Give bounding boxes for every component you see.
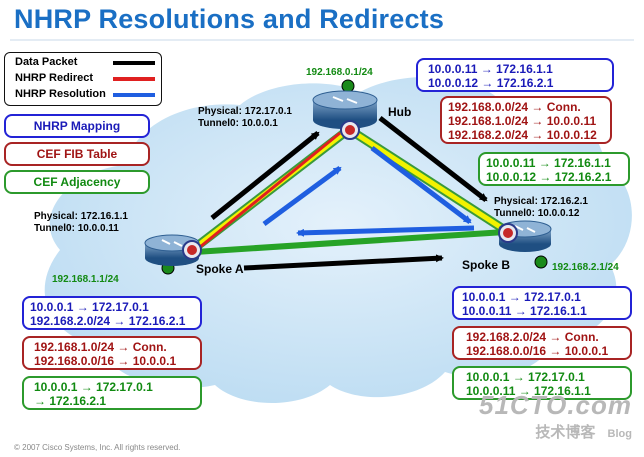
table-row: → 172.16.2.1 <box>34 394 107 408</box>
table-row: 10.0.0.11 → 172.16.1.1 <box>466 384 591 398</box>
table-row: 192.168.2.0/24 → 10.0.0.12 <box>448 128 597 142</box>
spoke-a-router-icon <box>144 234 202 266</box>
nhrp-resolution-arrow-a-to-hub <box>262 165 342 227</box>
hub-tunnel-label: Tunnel0: 10.0.0.1 <box>198 118 278 129</box>
data-packet-arrow-a-to-hub <box>210 131 320 220</box>
spoke-b-physical-label: Physical: 172.16.2.1 <box>494 196 588 207</box>
spoke-b-router-icon <box>498 220 552 252</box>
hub-cef-adjacency-table: 10.0.0.11 → 172.16.1.1 10.0.0.12 → 172.1… <box>478 152 630 186</box>
legend: Data Packet NHRP Redirect NHRP Resolutio… <box>4 52 162 106</box>
legend-nhrp-resolution-label: NHRP Resolution <box>15 88 106 100</box>
spoke-a-cef-fib-table: 192.168.1.0/24 → Conn. 192.168.0.0/16 → … <box>22 336 202 370</box>
key-nhrp-mapping: NHRP Mapping <box>4 114 150 138</box>
watermark: 51CTO.com 技术博客 Blog <box>479 390 632 442</box>
table-row: 10.0.0.12 → 172.16.2.1 <box>486 170 612 184</box>
table-row: 192.168.0.0/16 → 10.0.0.1 <box>466 344 609 358</box>
spoke-b-nhrp-mapping-table: 10.0.0.1 → 172.17.0.1 10.0.0.11 → 172.16… <box>452 286 632 320</box>
table-row: 192.168.2.0/24 → Conn. <box>466 330 599 344</box>
spoke-a-tunnel-label: Tunnel0: 10.0.0.11 <box>34 223 119 234</box>
tunnel-hub-spoke-b <box>347 126 511 236</box>
data-packet-arrow-a-to-b <box>243 254 444 271</box>
hub-nhrp-mapping-table: 10.0.0.11 → 172.16.1.1 10.0.0.12 → 172.1… <box>416 58 614 92</box>
legend-data-packet-label: Data Packet <box>15 56 78 68</box>
nhrp-resolution-arrow-hub-to-b <box>370 146 472 224</box>
table-row: 10.0.0.1 → 172.17.0.1 <box>462 290 581 304</box>
tunnel-spoke-a-spoke-b <box>194 229 506 255</box>
spoke-b-cef-fib-table: 192.168.2.0/24 → Conn. 192.168.0.0/16 → … <box>452 326 632 360</box>
spoke-a-name-label: Spoke A <box>196 262 244 276</box>
table-row: 192.168.0.0/24 → Conn. <box>448 100 581 114</box>
table-row: 10.0.0.1 → 172.17.0.1 <box>34 380 153 394</box>
hub-physical-label: Physical: 172.17.0.1 <box>198 106 292 117</box>
hub-name-label: Hub <box>388 105 412 119</box>
spoke-a-cef-adjacency-table: 10.0.0.1 → 172.17.0.1 → 172.16.2.1 <box>22 376 202 410</box>
table-row: 192.168.2.0/24 → 172.16.2.1 <box>30 314 186 328</box>
hub-router-icon <box>312 90 378 140</box>
spoke-a-lan-label: 192.168.1.1/24 <box>52 274 119 285</box>
legend-data-packet-swatch <box>113 61 155 65</box>
lan-dot-hub <box>341 79 355 93</box>
table-row: 10.0.0.1 → 172.17.0.1 <box>466 370 585 384</box>
legend-nhrp-redirect-swatch <box>113 77 155 81</box>
table-row: 10.0.0.1 → 172.17.0.1 <box>30 300 149 314</box>
spoke-b-lan-label: 192.168.2.1/24 <box>552 262 619 273</box>
key-cef-adjacency: CEF Adjacency <box>4 170 150 194</box>
spoke-b-cef-adjacency-table: 10.0.0.1 → 172.17.0.1 10.0.0.11 → 172.16… <box>452 366 632 400</box>
watermark-tag: 技术博客 <box>535 424 596 441</box>
watermark-tag-row: 技术博客 Blog <box>479 421 632 442</box>
page-title: NHRP Resolutions and Redirects <box>14 4 445 34</box>
hub-lan-label: 192.168.0.1/24 <box>306 67 373 78</box>
table-row: 10.0.0.11 → 172.16.1.1 <box>428 62 553 76</box>
table-row: 10.0.0.12 → 172.16.2.1 <box>428 76 554 90</box>
key-cef-fib-table: CEF FIB Table <box>4 142 150 166</box>
table-row: 192.168.1.0/24 → Conn. <box>34 340 167 354</box>
table-row: 192.168.0.0/16 → 10.0.0.1 <box>34 354 177 368</box>
copyright-footer: © 2007 Cisco Systems, Inc. All rights re… <box>14 443 181 452</box>
nhrp-redirect-line <box>199 131 341 249</box>
table-row: 10.0.0.11 → 172.16.1.1 <box>462 304 587 318</box>
legend-nhrp-resolution-swatch <box>113 93 155 97</box>
spoke-b-name-label: Spoke B <box>462 258 511 272</box>
table-row: 192.168.1.0/24 → 10.0.0.11 <box>448 114 597 128</box>
data-packet-arrow-hub-to-b <box>378 116 488 202</box>
table-row: 10.0.0.11 → 172.16.1.1 <box>486 156 611 170</box>
lan-dot-spoke-b <box>534 255 548 269</box>
hub-cef-fib-table: 192.168.0.0/24 → Conn. 192.168.1.0/24 → … <box>440 96 612 144</box>
watermark-blog: Blog <box>607 428 632 440</box>
spoke-b-tunnel-label: Tunnel0: 10.0.0.12 <box>494 208 580 219</box>
watermark-site: 51CTO.com <box>478 390 632 420</box>
spoke-a-physical-label: Physical: 172.16.1.1 <box>34 211 128 222</box>
legend-nhrp-redirect-label: NHRP Redirect <box>15 72 94 84</box>
spoke-a-nhrp-mapping-table: 10.0.0.1 → 172.17.0.1 192.168.2.0/24 → 1… <box>22 296 202 330</box>
nhrp-resolution-arrow-b-to-a <box>296 225 475 237</box>
